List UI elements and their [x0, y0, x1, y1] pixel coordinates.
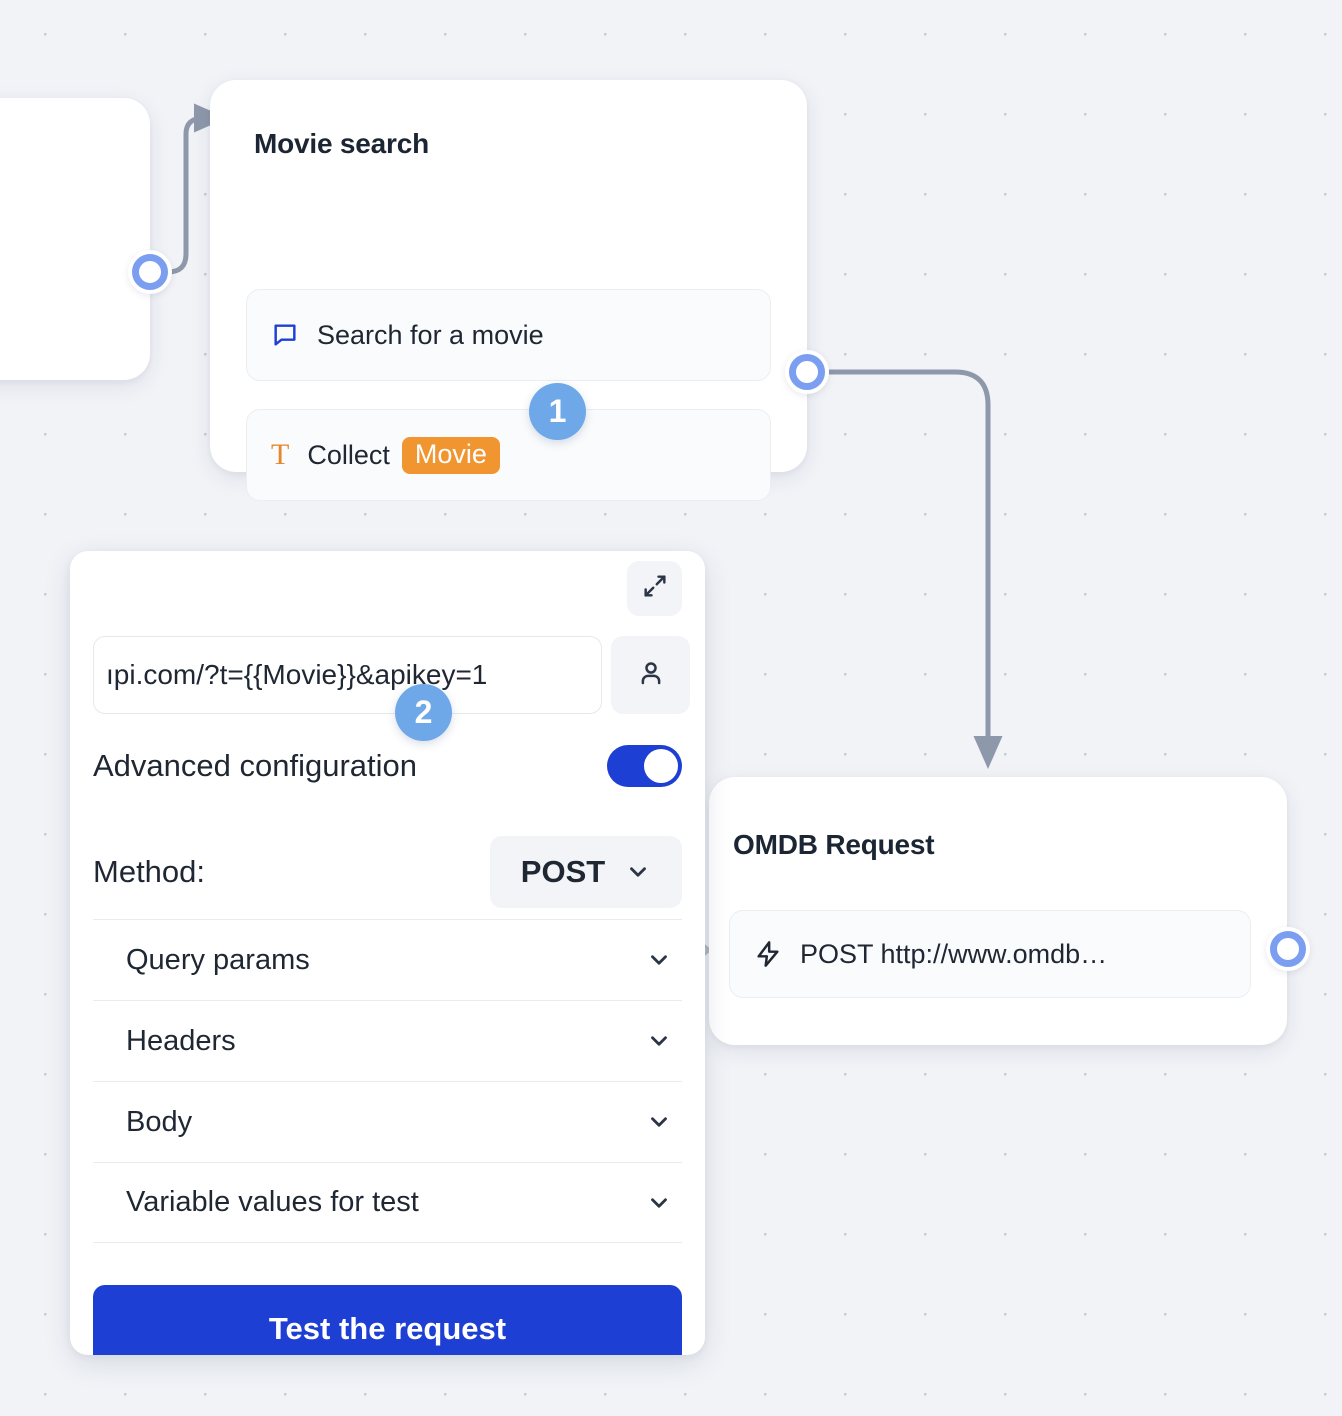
accordion-item-body[interactable]: Body — [93, 1081, 682, 1162]
omdb-request-node[interactable]: OMDB Request POST http://www.omdb… — [709, 777, 1287, 1045]
method-label: Method: — [93, 854, 206, 889]
chevron-down-icon — [646, 1109, 672, 1135]
request-configuration-panel[interactable]: Advanced configuration Method: POST Quer… — [70, 551, 705, 1355]
chevron-down-icon — [625, 859, 651, 885]
test-the-request-button[interactable]: Test the request — [93, 1285, 682, 1355]
request-url-row — [93, 636, 690, 714]
node-row-label: Search for a movie — [317, 319, 544, 350]
node-row-label: POST http://www.omdb… — [800, 938, 1108, 969]
node-row-post-request[interactable]: POST http://www.omdb… — [729, 910, 1251, 998]
callout-badge-1: 1 — [529, 383, 586, 440]
text-t-icon: T — [271, 438, 290, 471]
port-movie-search-out[interactable] — [785, 350, 829, 394]
accordion-item-label: Body — [126, 1105, 193, 1138]
auth-user-button[interactable] — [611, 636, 690, 714]
request-url-input[interactable] — [93, 636, 602, 714]
movie-search-node[interactable]: Movie search Search for a movie T Collec… — [210, 80, 807, 501]
accordion-item-label: Variable values for test — [126, 1186, 419, 1218]
accordion-item-query-params[interactable]: Query params — [93, 919, 682, 1000]
user-icon — [636, 658, 666, 693]
chevron-down-icon — [646, 1190, 672, 1216]
partial-node-card[interactable] — [0, 98, 150, 380]
accordion-item-variable-values-for-test[interactable]: Variable values for test — [93, 1162, 682, 1243]
method-select[interactable]: POST — [490, 836, 682, 908]
configuration-accordion: Query params Headers Body — [93, 919, 682, 1243]
movie-search-title: Movie search — [254, 128, 430, 159]
chevron-down-icon — [646, 1028, 672, 1054]
expand-diagonal-icon — [641, 572, 669, 605]
advanced-configuration-label: Advanced configuration — [93, 748, 418, 783]
node-row-label: Collect — [307, 439, 390, 470]
accordion-item-label: Headers — [126, 1024, 236, 1057]
accordion-item-headers[interactable]: Headers — [93, 1000, 682, 1081]
method-row: Method: POST — [93, 836, 682, 908]
variable-chip-movie[interactable]: Movie — [401, 436, 500, 474]
zap-icon — [754, 940, 782, 968]
advanced-configuration-row: Advanced configuration — [93, 745, 682, 787]
accordion-item-label: Query params — [126, 943, 310, 976]
message-square-icon — [271, 321, 299, 349]
expand-panel-button[interactable] — [627, 561, 682, 616]
port-omdb-out[interactable] — [1266, 927, 1310, 971]
port-left-node[interactable] — [128, 250, 172, 294]
advanced-configuration-toggle[interactable] — [607, 745, 682, 787]
method-selected-value: POST — [520, 854, 606, 889]
node-row-collect-movie[interactable]: T Collect Movie — [246, 409, 771, 501]
node-row-search-for-a-movie[interactable]: Search for a movie — [246, 289, 771, 381]
chevron-down-icon — [646, 947, 672, 973]
callout-badge-2: 2 — [395, 684, 452, 741]
omdb-request-title: OMDB Request — [733, 829, 935, 860]
